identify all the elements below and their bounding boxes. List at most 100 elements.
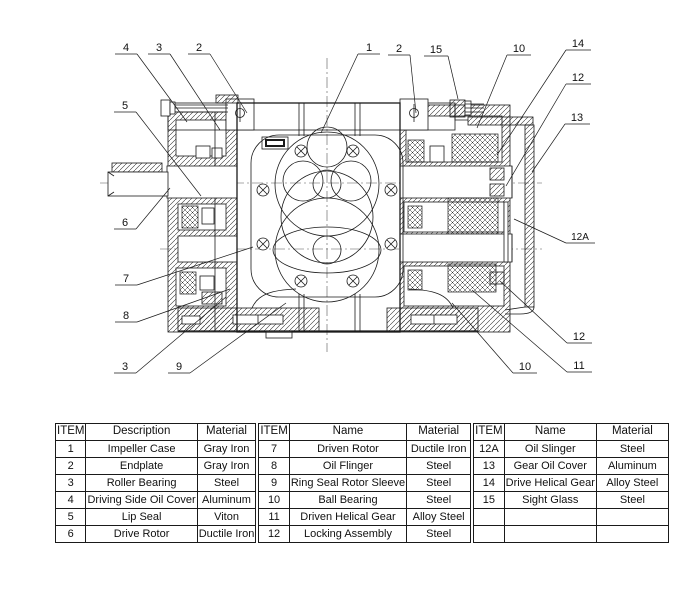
table-row: 11 Driven Helical Gear Alloy Steel [258, 508, 472, 526]
table-cell: Viton [196, 508, 257, 526]
table-cell: 10 [258, 491, 290, 509]
right-gear-housing [399, 104, 513, 333]
svg-text:2: 2 [396, 43, 402, 55]
table-row: 12 Locking Assembly Steel [258, 525, 472, 543]
table-row: 7 Driven Rotor Ductile Iron [258, 440, 472, 458]
svg-text:10: 10 [513, 43, 525, 55]
drive-shaft [107, 162, 238, 199]
table-cell: 2 [54, 457, 87, 475]
table-cell: Oil Flinger [288, 457, 408, 475]
table-cell [595, 508, 669, 526]
table-cell: Drive Rotor [85, 525, 198, 543]
table-cell: Driven Helical Gear [288, 508, 408, 526]
table-row: 3 Roller Bearing Steel [54, 474, 257, 492]
header-cell: Name [503, 423, 597, 441]
header-cell: ITEM [54, 423, 87, 441]
table-cell: Lip Seal [85, 508, 198, 526]
table-cell: Driving Side Oil Cover [85, 491, 198, 509]
callout: 5 [114, 100, 202, 197]
table-cell: 9 [258, 474, 290, 492]
callout: 10 [476, 43, 531, 129]
callout: 14 [496, 38, 591, 156]
svg-text:3: 3 [156, 42, 162, 54]
header-cell: Material [196, 423, 257, 441]
table-cell: Gray Iron [196, 457, 257, 475]
table-cell: 12A [473, 440, 505, 458]
parts-list: ITEM Description Material 1 Impeller Cas… [54, 423, 669, 543]
table-cell: Steel [196, 474, 257, 492]
table-row: 14 Drive Helical Gear Alloy Steel [473, 474, 669, 492]
table-cell: 4 [54, 491, 87, 509]
table-cell: Steel [406, 491, 472, 509]
table-cell: Steel [406, 457, 472, 475]
callout: 8 [115, 288, 231, 323]
table-cell: Gear Oil Cover [503, 457, 597, 475]
table-row: 10 Ball Bearing Steel [258, 491, 472, 509]
parts-table-2: ITEM Name Material 7 Driven Rotor Ductil… [258, 423, 472, 543]
table-cell: 3 [54, 474, 87, 492]
table-cell [473, 525, 505, 543]
table-cell: Endplate [85, 457, 198, 475]
callout: 2 [188, 42, 248, 114]
svg-text:3: 3 [122, 361, 128, 373]
svg-text:11: 11 [573, 360, 584, 372]
left-bearing-housing [167, 111, 238, 333]
table-cell: 5 [54, 508, 87, 526]
svg-text:12: 12 [572, 72, 584, 84]
table-row: 1 Impeller Case Gray Iron [54, 440, 257, 458]
callouts: 4 3 2 1 2 15 10 14 12 13 12A 12 11 10 5 … [114, 38, 595, 374]
header-cell: Material [595, 423, 669, 441]
table-cell: Locking Assembly [288, 525, 408, 543]
table-cell: Roller Bearing [85, 474, 198, 492]
table-cell: Ductile Iron [196, 525, 257, 543]
svg-text:6: 6 [122, 217, 128, 229]
table-cell: Ball Bearing [288, 491, 408, 509]
parts-table-1: ITEM Description Material 1 Impeller Cas… [54, 423, 257, 543]
svg-text:2: 2 [196, 42, 202, 54]
table-cell: 12 [258, 525, 290, 543]
table-cell: Alloy Steel [406, 508, 472, 526]
table-cell: Aluminum [196, 491, 257, 509]
table-cell: Steel [595, 440, 669, 458]
header-cell: ITEM [473, 423, 505, 441]
callout: 1 [320, 42, 380, 134]
table-cell [595, 525, 669, 543]
table-cell: Steel [406, 474, 472, 492]
table-cell: 11 [258, 508, 290, 526]
header-cell: ITEM [258, 423, 290, 441]
table-cell: Sight Glass [503, 491, 597, 509]
callout: 12 [505, 72, 591, 187]
table-cell: 1 [54, 440, 87, 458]
svg-text:7: 7 [123, 273, 129, 285]
table-row: 15 Sight Glass Steel [473, 491, 669, 509]
table-cell: 13 [473, 457, 505, 475]
table-cell: Driven Rotor [288, 440, 408, 458]
table-row [473, 525, 669, 543]
table-cell: Gray Iron [196, 440, 257, 458]
callout: 9 [168, 302, 287, 374]
top-cover-plate [160, 94, 484, 131]
svg-text:14: 14 [572, 38, 584, 50]
svg-text:15: 15 [430, 44, 442, 56]
table-cell [473, 508, 505, 526]
table-row: 9 Ring Seal Rotor Sleeve Steel [258, 474, 472, 492]
table-cell: Aluminum [595, 457, 669, 475]
svg-text:1: 1 [366, 42, 372, 54]
table-cell [503, 525, 597, 543]
table-cell: Steel [595, 491, 669, 509]
callout: 4 [115, 42, 188, 123]
impeller-case-front [236, 102, 404, 333]
callout: 11 [471, 289, 592, 373]
table-cell: Steel [406, 525, 472, 543]
table-cell: 7 [258, 440, 290, 458]
svg-text:9: 9 [176, 361, 182, 373]
table-cell: 14 [473, 474, 505, 492]
callout: 15 [424, 44, 459, 100]
table-row: 6 Drive Rotor Ductile Iron [54, 525, 257, 543]
callout: 2 [388, 43, 417, 114]
svg-text:5: 5 [122, 100, 128, 112]
cross-section-drawing: 4 3 2 1 2 15 10 14 12 13 12A 12 11 10 5 … [100, 38, 595, 374]
table-row [473, 508, 669, 526]
table-header-row: ITEM Name Material [473, 423, 669, 441]
